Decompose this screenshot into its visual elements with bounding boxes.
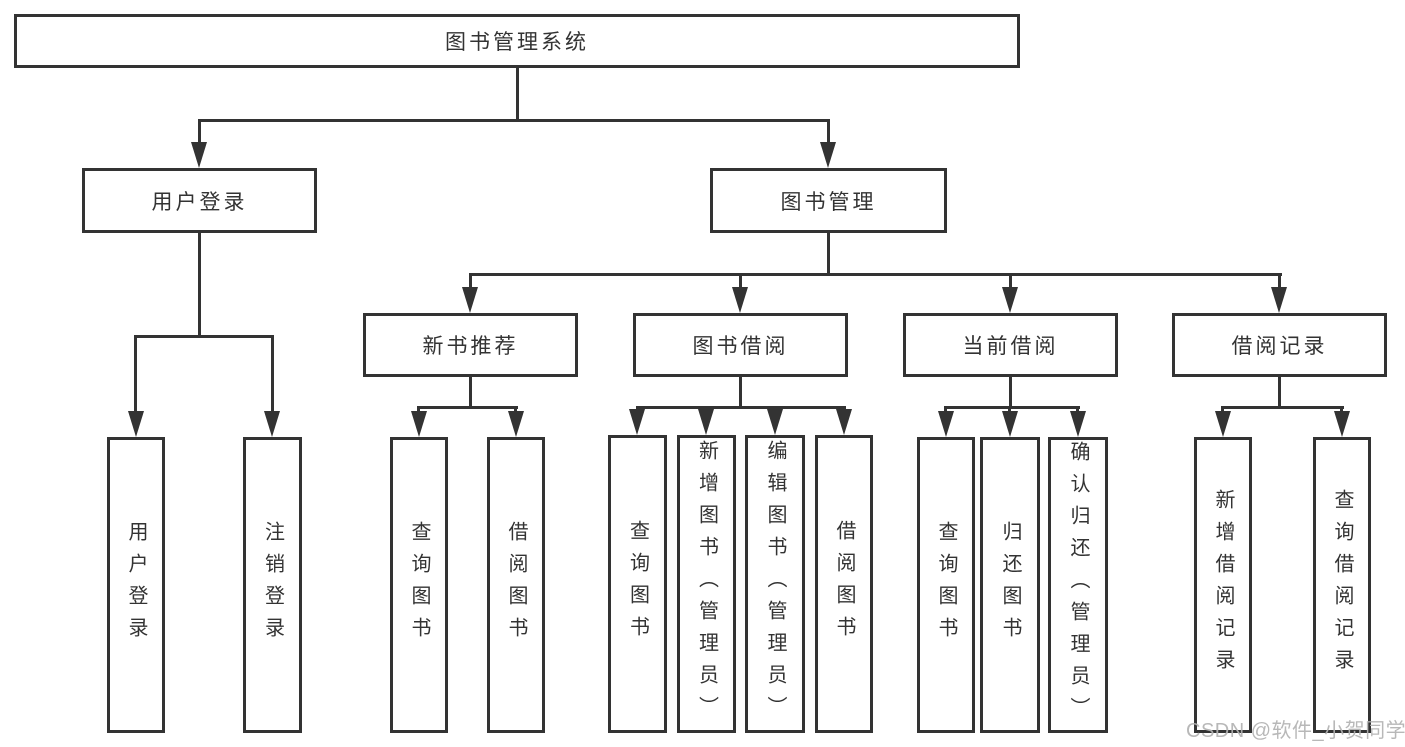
arrowhead-g2b — [508, 411, 524, 437]
leaf-query-borrow-record: 查询借阅记录 — [1313, 437, 1371, 733]
node-book-borrow: 图书借阅 — [633, 313, 848, 377]
leaf-label: 确认归还（管理员） — [1067, 441, 1089, 729]
connector-bookborrow-rail — [636, 406, 846, 409]
connector-drop-borrowrecord — [1278, 273, 1281, 290]
connector-drop-g4c — [1076, 406, 1079, 414]
connector-drop-g2b — [514, 406, 517, 414]
node-user-login: 用户登录 — [82, 168, 317, 233]
leaf-label: 查询图书 — [408, 521, 430, 649]
connector-drop-bookborrow — [739, 273, 742, 290]
arrowhead-borrowrecord — [1271, 287, 1287, 313]
arrowhead-g4b — [1002, 411, 1018, 437]
arrowhead-book-mgmt — [820, 142, 836, 168]
connector-drop-book-mgmt — [827, 119, 830, 145]
arrowhead-g5a — [1215, 411, 1231, 437]
leaf-add-books-admin: 新增图书（管理员） — [677, 435, 736, 733]
arrowhead-user-login — [191, 142, 207, 168]
connector-drop-g4b — [1008, 406, 1011, 414]
connector-userlogin-rail — [134, 335, 274, 338]
connector-borrowrecord-rail — [1221, 406, 1344, 409]
arrowhead-g3a — [629, 409, 645, 435]
connector-drop-currentborrow — [1009, 273, 1012, 290]
leaf-label: 查询借阅记录 — [1331, 489, 1353, 681]
arrowhead-g4a — [938, 411, 954, 437]
connector-newbook-rail — [417, 406, 518, 409]
connector-drop-newbook — [469, 273, 472, 290]
leaf-label: 新增图书（管理员） — [695, 440, 718, 728]
connector-drop-user-login — [198, 119, 201, 145]
leaf-label: 编辑图书（管理员） — [764, 440, 786, 728]
leaf-user-login: 用户登录 — [107, 437, 165, 733]
connector-currentborrow-rail — [944, 406, 1080, 409]
leaf-label: 查询图书 — [935, 521, 957, 649]
node-root-system: 图书管理系统 — [14, 14, 1020, 68]
leaf-logout: 注销登录 — [243, 437, 302, 733]
leaf-label: 归还图书 — [999, 521, 1021, 649]
node-borrow-record: 借阅记录 — [1172, 313, 1387, 377]
node-current-borrow: 当前借阅 — [903, 313, 1118, 377]
leaf-add-borrow-record: 新增借阅记录 — [1194, 437, 1252, 733]
arrowhead-g4c — [1070, 411, 1086, 437]
leaf-borrow-books-2: 借阅图书 — [815, 435, 873, 733]
leaf-label: 注销登录 — [261, 521, 284, 649]
connector-drop-g4a — [944, 406, 947, 414]
connector-bookborrow-stem — [739, 377, 742, 406]
arrowhead-leaf-login — [128, 411, 144, 437]
connector-drop-g2a — [417, 406, 420, 414]
connector-drop-leaf-login — [134, 335, 137, 413]
watermark-text: CSDN @软件_小贺同学 — [1186, 720, 1405, 742]
node-book-management: 图书管理 — [710, 168, 947, 233]
leaf-edit-books-admin: 编辑图书（管理员） — [745, 435, 805, 733]
connector-bookmgmt-stem — [827, 233, 830, 273]
arrowhead-g5b — [1334, 411, 1350, 437]
leaf-borrow-books-1: 借阅图书 — [487, 437, 545, 733]
arrowhead-bookborrow — [732, 287, 748, 313]
connector-root-rail — [198, 119, 830, 122]
arrowhead-g3d — [836, 409, 852, 435]
arrowhead-currentborrow — [1002, 287, 1018, 313]
arrowhead-newbook — [462, 287, 478, 313]
connector-drop-leaf-logout — [271, 335, 274, 413]
leaf-query-books-1: 查询图书 — [390, 437, 448, 733]
connector-currentborrow-stem — [1009, 377, 1012, 406]
arrowhead-g2a — [411, 411, 427, 437]
leaf-label: 查询图书 — [626, 520, 649, 648]
connector-userlogin-stem — [198, 233, 201, 335]
arrowhead-g3b — [698, 409, 714, 435]
connector-bookmgmt-rail — [469, 273, 1282, 276]
leaf-query-books-2: 查询图书 — [608, 435, 667, 733]
leaf-label: 用户登录 — [125, 521, 147, 649]
connector-borrowrecord-stem — [1278, 377, 1281, 406]
connector-root-stem — [516, 68, 519, 120]
leaf-label: 新增借阅记录 — [1212, 489, 1234, 681]
connector-newbook-stem — [469, 377, 472, 406]
leaf-confirm-return-admin: 确认归还（管理员） — [1048, 437, 1108, 733]
leaf-label: 借阅图书 — [505, 521, 527, 649]
leaf-query-books-3: 查询图书 — [917, 437, 975, 733]
arrowhead-leaf-logout — [264, 411, 280, 437]
connector-drop-g5a — [1221, 406, 1224, 414]
connector-drop-g5b — [1340, 406, 1343, 414]
arrowhead-g3c — [767, 409, 783, 435]
node-new-book-recommend: 新书推荐 — [363, 313, 578, 377]
leaf-return-books: 归还图书 — [980, 437, 1040, 733]
leaf-label: 借阅图书 — [833, 520, 855, 648]
